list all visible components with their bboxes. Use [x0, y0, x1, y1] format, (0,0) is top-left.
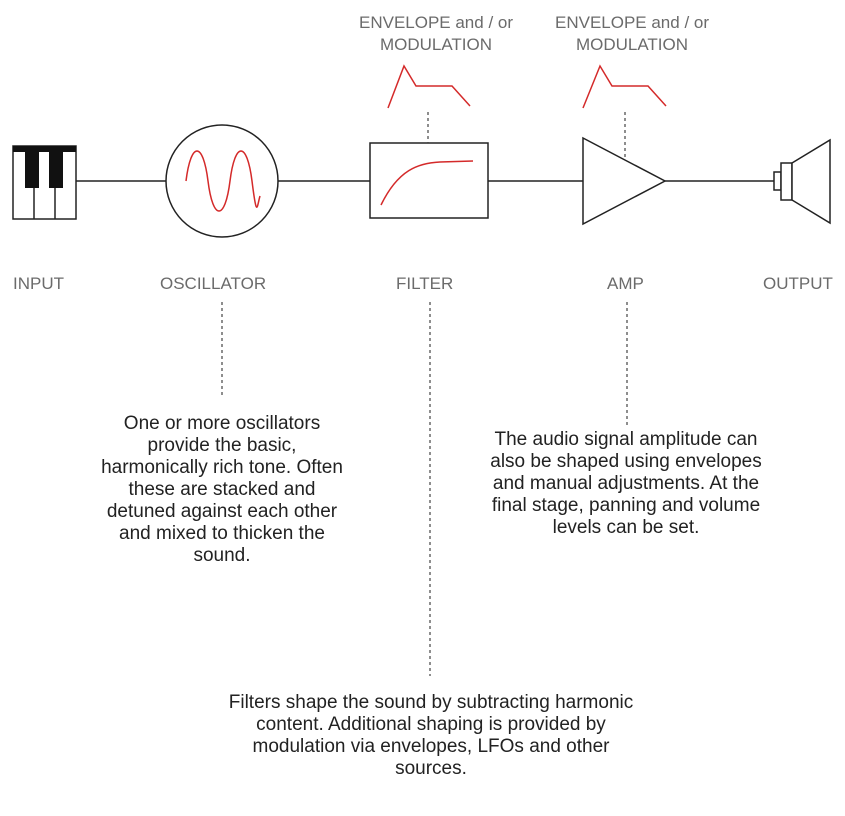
leader-lines [221, 112, 628, 676]
oscillator-description: One or more oscillators provide the basi… [101, 413, 343, 566]
filter-description: Filters shape the sound by subtracting h… [228, 692, 634, 779]
piano-keys-icon [12, 145, 77, 220]
amplifier-triangle-icon [582, 136, 667, 226]
stage-label-filter: FILTER [396, 274, 454, 293]
envelope-icon [582, 64, 667, 109]
stage-label-output: OUTPUT [763, 274, 833, 293]
stage-label-oscillator: OSCILLATOR [160, 274, 267, 293]
speaker-icon [773, 138, 831, 225]
modulation-label-amp: ENVELOPE and / or MODULATION [554, 13, 710, 54]
stage-label-amp: AMP [607, 274, 644, 293]
sine-wave-icon [165, 124, 279, 238]
stage-label-input: INPUT [13, 274, 64, 293]
modulation-label-filter: ENVELOPE and / or MODULATION [358, 13, 514, 54]
envelope-icon [387, 64, 471, 109]
filter-curve-icon [369, 142, 489, 219]
amp-description: The audio signal amplitude can also be s… [490, 429, 762, 538]
